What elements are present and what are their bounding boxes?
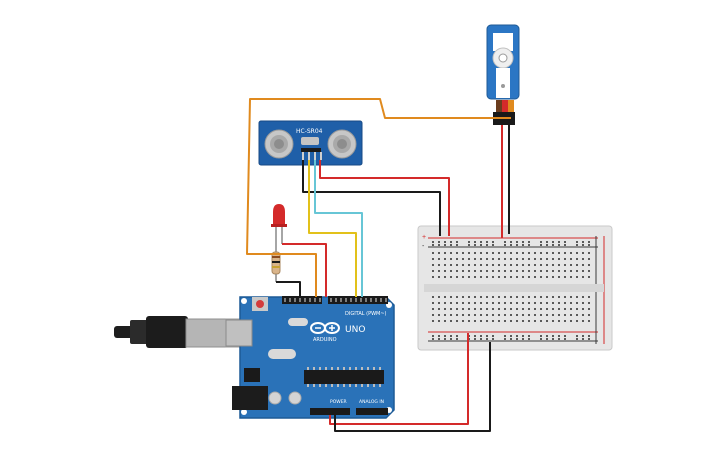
crystal xyxy=(288,318,308,326)
usb-port[interactable] xyxy=(225,319,253,347)
wire-black-sensor xyxy=(302,160,441,236)
digital-header-label: DIGITAL (PWM~) xyxy=(345,311,387,317)
digital-header-low xyxy=(282,296,322,304)
atmega-chip xyxy=(304,370,384,384)
breadboard-holes xyxy=(432,241,590,340)
wire-cyan-trig xyxy=(314,160,363,297)
sensor-pins xyxy=(302,152,322,160)
sensor-crystal xyxy=(301,137,319,145)
servo-wire-orange xyxy=(508,100,514,112)
wire-black-gnd xyxy=(334,342,491,432)
power-header xyxy=(310,408,350,415)
power-jack[interactable] xyxy=(232,386,268,410)
servo-wire-red xyxy=(502,100,508,112)
red-led[interactable] xyxy=(271,204,287,244)
analog-header xyxy=(356,408,388,415)
capacitor-1 xyxy=(268,391,282,405)
breadboard-plus-label: + xyxy=(422,234,426,241)
servo-wire-brown xyxy=(496,100,502,112)
servo-motor[interactable] xyxy=(486,24,520,125)
power-header-label: POWER xyxy=(330,399,347,405)
servo-horn-arm xyxy=(493,33,513,51)
wire-red-sensor xyxy=(319,160,450,236)
digital-pins xyxy=(284,298,387,302)
resistor[interactable] xyxy=(271,236,281,282)
breadboard[interactable]: + - xyxy=(417,225,613,351)
board-name-label: ARDUINO xyxy=(313,337,337,343)
wire-red-led xyxy=(282,243,327,297)
arduino-logo xyxy=(310,322,340,334)
wire-yellow-echo xyxy=(308,160,357,297)
ultrasonic-sensor[interactable]: HC-SR04 xyxy=(258,120,363,166)
servo-horn-tail xyxy=(496,68,510,98)
sensor-model-label: HC-SR04 xyxy=(296,128,323,135)
reset-button-cap[interactable] xyxy=(256,300,264,308)
breadboard-minus-label: - xyxy=(422,243,425,250)
analog-header-label: ANALOG IN xyxy=(359,399,384,405)
capacitor-2 xyxy=(288,391,302,405)
chip-legs xyxy=(307,367,381,387)
digital-header-high xyxy=(328,296,388,304)
wires xyxy=(246,98,511,432)
wire-black-led xyxy=(276,281,301,297)
wire-red-5v xyxy=(329,333,469,425)
arduino-uno-board[interactable]: DIGITAL (PWM~) UNO ARDUINO POWER ANALOG xyxy=(225,296,395,419)
sensor-pin-header xyxy=(301,148,321,152)
wire-orange-servo xyxy=(246,98,511,297)
oscillator xyxy=(268,349,296,359)
board-model-label: UNO xyxy=(345,325,365,335)
voltage-regulator xyxy=(244,368,260,382)
